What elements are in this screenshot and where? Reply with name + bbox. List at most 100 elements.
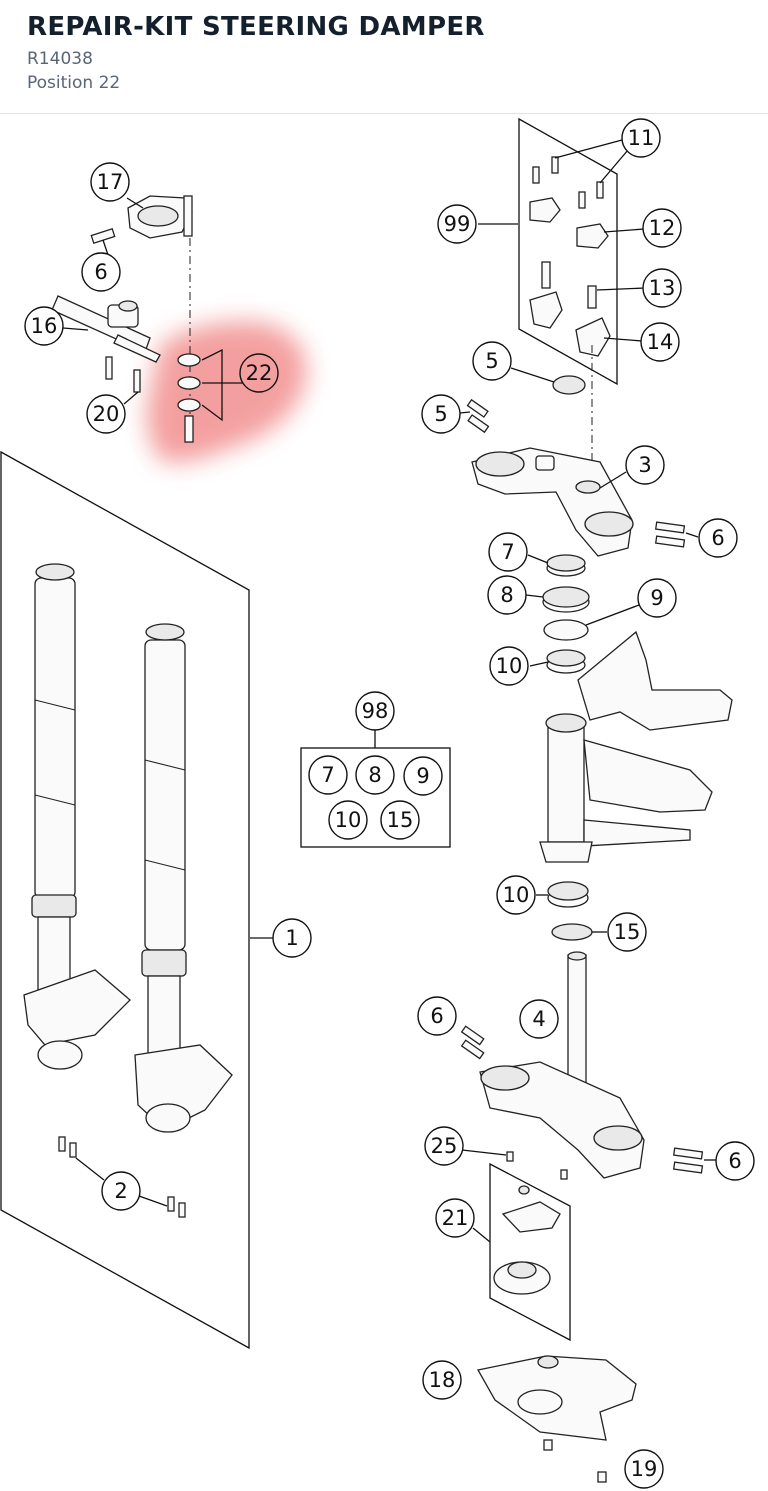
callout-15-circle: [607, 912, 647, 952]
callout-19-label: 19: [631, 1457, 658, 1481]
callout-5-screws-circle: [421, 394, 461, 434]
callout-16[interactable]: 16: [24, 306, 64, 346]
callout-12-label: 12: [649, 216, 676, 240]
position-label: Position 22: [27, 73, 121, 93]
callout-99[interactable]: 99: [437, 204, 477, 244]
callout-8-circle: [487, 575, 527, 615]
callout-6-lower-right-label: 6: [728, 1149, 741, 1173]
bearing-10-lower: [547, 881, 589, 908]
callout-2-label: 2: [114, 1179, 127, 1203]
callout-99-label: 99: [444, 212, 471, 236]
pin-20a: [105, 356, 113, 380]
sensor-panel-21: [489, 1162, 571, 1342]
kit-98-item-10[interactable]: 10: [328, 800, 368, 840]
kit-98-item-label: 8: [368, 763, 381, 787]
callout-10-upper-circle: [489, 646, 529, 686]
callout-8-label: 8: [500, 583, 513, 607]
callout-7[interactable]: 7: [488, 532, 528, 572]
callout-6-upper-right[interactable]: 6: [698, 518, 738, 558]
screw-19: [597, 1471, 607, 1483]
callout-4-label: 4: [532, 1007, 545, 1031]
callout-22[interactable]: 22: [239, 353, 279, 393]
callout-19-circle: [624, 1449, 664, 1489]
kit-98-item-circle: [328, 800, 368, 840]
callout-14-circle: [640, 322, 680, 362]
kit-98-item-15[interactable]: 15: [380, 800, 420, 840]
callout-4-circle: [519, 999, 559, 1039]
leader-lines: [62, 139, 716, 1243]
washer-set-22: [177, 353, 201, 443]
callout-10-upper[interactable]: 10: [489, 646, 529, 686]
sensor-parts: [493, 1185, 561, 1295]
callout-18[interactable]: 18: [422, 1360, 462, 1400]
page-header: REPAIR-KIT STEERING DAMPER R14038 Positi…: [0, 0, 768, 114]
callout-3[interactable]: 3: [625, 445, 665, 485]
callout-15[interactable]: 15: [607, 912, 647, 952]
callout-8[interactable]: 8: [487, 575, 527, 615]
callout-19[interactable]: 19: [624, 1449, 664, 1489]
callout-25-label: 25: [431, 1134, 458, 1158]
callout-6-lower-left[interactable]: 6: [417, 996, 457, 1036]
callout-17[interactable]: 17: [90, 162, 130, 202]
callout-9-label: 9: [650, 586, 663, 610]
callout-11-circle: [621, 118, 661, 158]
callout-6-lower-right[interactable]: 6: [715, 1141, 755, 1181]
callout-14-label: 14: [647, 330, 674, 354]
callout-12[interactable]: 12: [642, 208, 682, 248]
screws-6-right: [654, 521, 686, 548]
callout-4[interactable]: 4: [519, 999, 559, 1039]
damper-clamp-17: [127, 195, 193, 239]
kit-98-item-label: 9: [416, 764, 429, 788]
callout-5-screws[interactable]: 5: [421, 394, 461, 434]
callout-1-label: 1: [285, 926, 298, 950]
pin-20b: [133, 369, 141, 393]
callout-6-top[interactable]: 6: [81, 252, 121, 292]
callout-14[interactable]: 14: [640, 322, 680, 362]
cap-5: [552, 375, 586, 395]
seal-9: [543, 619, 589, 641]
bearing-8: [542, 586, 590, 613]
kit-98-item-label: 10: [335, 808, 362, 832]
callout-25[interactable]: 25: [424, 1126, 464, 1166]
fork-leg-right: [134, 623, 233, 1133]
screws-5: [466, 398, 490, 434]
kit-98-item-circle: [380, 800, 420, 840]
callout-5-cap[interactable]: 5: [472, 341, 512, 381]
callout-16-label: 16: [31, 314, 58, 338]
page-title: REPAIR-KIT STEERING DAMPER: [27, 12, 485, 42]
kit-98-item-7[interactable]: 7: [308, 755, 348, 795]
clamp-kit-parts: [529, 156, 611, 357]
callout-11[interactable]: 11: [621, 118, 661, 158]
callout-20-label: 20: [93, 402, 120, 426]
callout-98-circle: [355, 691, 395, 731]
callout-21-circle: [435, 1198, 475, 1238]
screw-25: [506, 1151, 514, 1162]
callout-21[interactable]: 21: [435, 1198, 475, 1238]
callout-11-label: 11: [628, 126, 655, 150]
callout-20[interactable]: 20: [86, 394, 126, 434]
callout-2[interactable]: 2: [101, 1171, 141, 1211]
screw-6-top: [90, 227, 116, 245]
kit-98-item-9[interactable]: 9: [403, 756, 443, 796]
callout-1-circle: [272, 918, 312, 958]
callout-10-lower[interactable]: 10: [496, 875, 536, 915]
screws-6-lower-left: [460, 1025, 485, 1060]
fork-leg-left: [23, 563, 131, 1070]
callout-6-top-label: 6: [94, 260, 107, 284]
callout-9[interactable]: 9: [637, 578, 677, 618]
bearing-10-upper: [546, 649, 586, 674]
kit-98-item-8[interactable]: 8: [355, 755, 395, 795]
callout-1[interactable]: 1: [272, 918, 312, 958]
highlight-area: [146, 321, 307, 463]
kit-98-item-circle: [308, 755, 348, 795]
callout-6-upper-right-label: 6: [711, 526, 724, 550]
callout-98[interactable]: 98: [355, 691, 395, 731]
screw-25b: [560, 1169, 568, 1180]
callout-13[interactable]: 13: [642, 268, 682, 308]
screw-18: [543, 1439, 553, 1451]
callout-21-label: 21: [442, 1206, 469, 1230]
callout-3-circle: [625, 445, 665, 485]
seal-15: [551, 923, 593, 941]
callout-5-screws-label: 5: [434, 402, 447, 426]
